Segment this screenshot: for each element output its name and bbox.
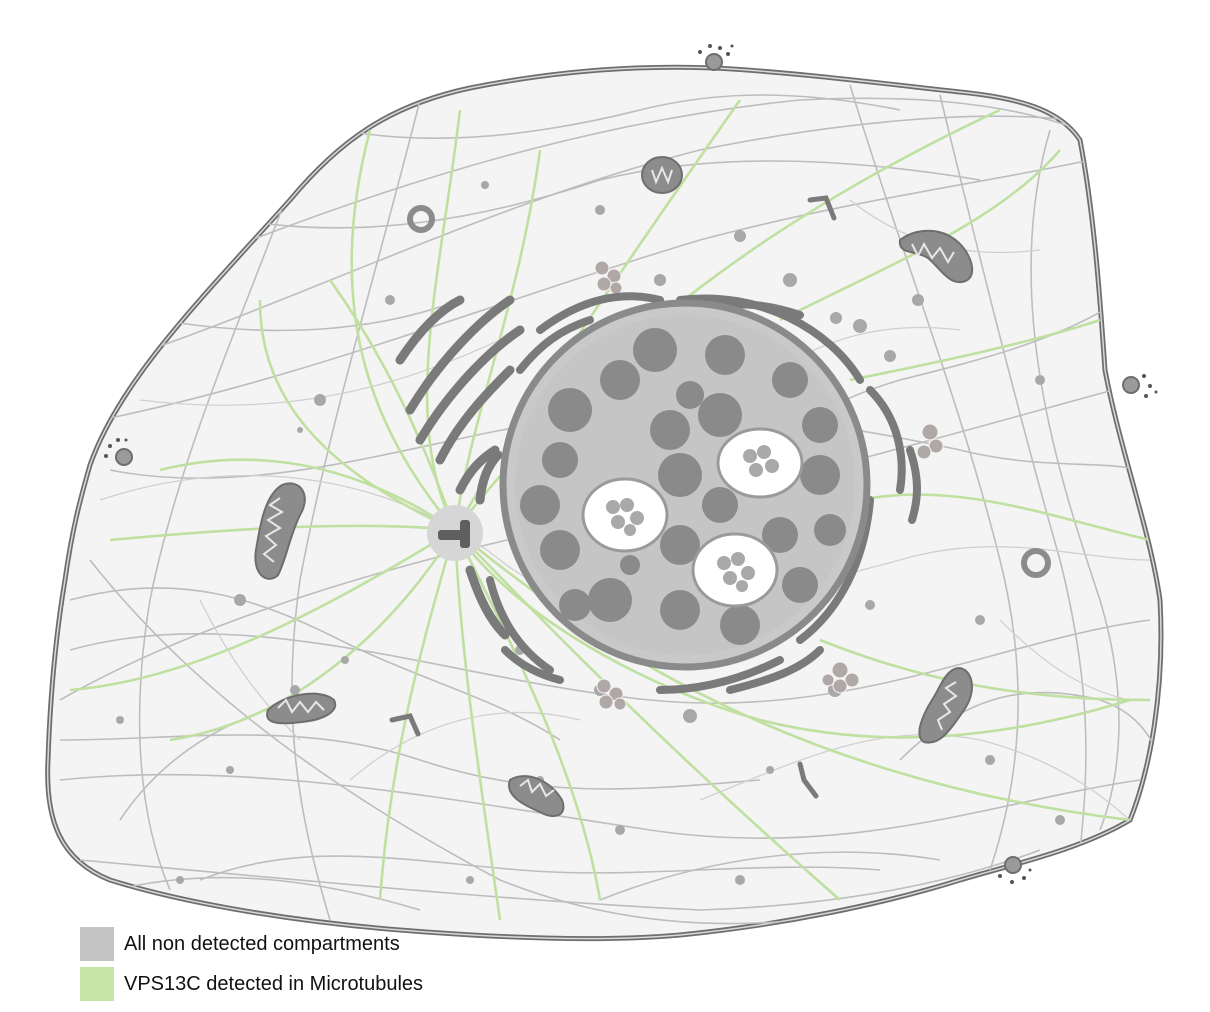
peroxisome-rings (407, 205, 1051, 578)
centrioles (438, 520, 470, 548)
legend-label-non-detected: All non detected compartments (124, 932, 400, 955)
vesicle-clusters (594, 260, 944, 711)
mitochondria-cristae (262, 165, 958, 798)
legend-item-detected: VPS13C detected in Microtubules (80, 966, 423, 1002)
mitochondrion (641, 156, 683, 194)
mitochondrion (508, 775, 565, 817)
cell-membrane-inner (46, 66, 1162, 940)
exocytic-dots (104, 44, 1158, 884)
legend-swatch-green (80, 967, 114, 1001)
endocytic-pits (115, 53, 1140, 874)
legend-item-non-detected: All non detected compartments (80, 926, 423, 962)
mitochondrion (254, 482, 306, 580)
golgi-apparatus (395, 295, 525, 640)
endoplasmic-reticulum (486, 292, 921, 694)
chromatin (520, 328, 846, 645)
nucleoli (581, 427, 804, 608)
nucleolus-granules (606, 445, 779, 592)
legend-swatch-grey (80, 927, 114, 961)
er-fragments (389, 195, 837, 799)
legend-label-detected: VPS13C detected in Microtubules (124, 972, 424, 995)
legend: All non detected compartments VPS13C det… (80, 926, 423, 1006)
